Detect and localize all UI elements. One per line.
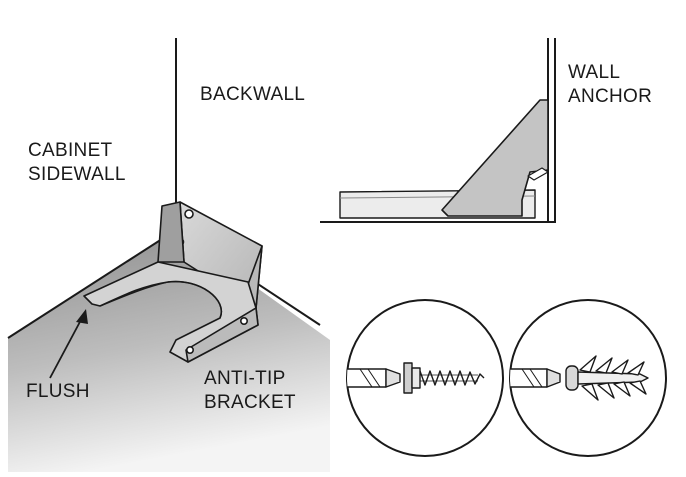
wall-anchor-label-line1: WALL <box>568 62 621 83</box>
backwall-label: BACKWALL <box>200 84 306 105</box>
anti-tip-bracket <box>83 201 263 363</box>
flush-label: FLUSH <box>26 381 90 402</box>
anti-tip-bracket-label-line2: BRACKET <box>204 392 296 413</box>
cabinet-sidewall-label-line2: SIDEWALL <box>28 164 126 185</box>
cabinet-sidewall-label-line1: CABINET <box>28 140 113 161</box>
flush-pointer-arrow <box>49 309 88 379</box>
anti-tip-bracket-label-line1: ANTI-TIP <box>204 368 286 389</box>
wall-anchor-section <box>320 38 556 223</box>
screw-detail-circle <box>346 299 504 457</box>
anchor-detail-circle <box>509 299 667 457</box>
wall-anchor-label-line2: ANCHOR <box>568 86 653 107</box>
